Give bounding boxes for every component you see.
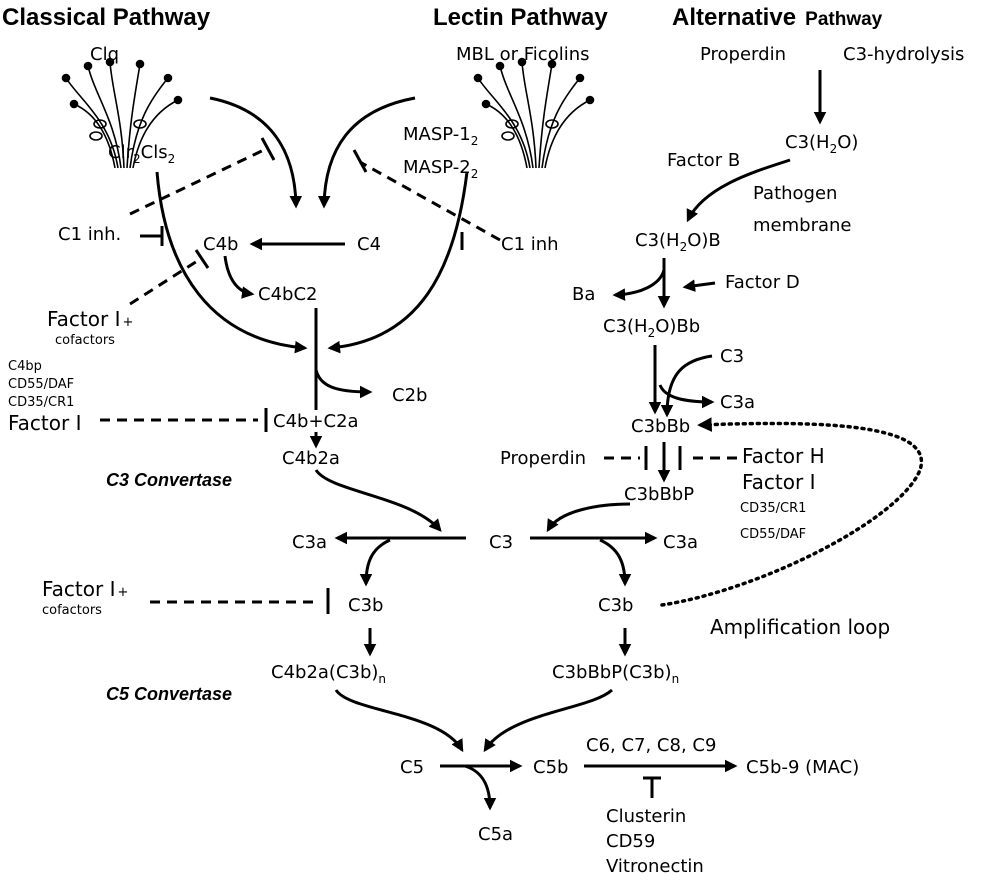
factor-i-cofactors-top-label: Factor I+ bbox=[47, 307, 133, 331]
c3-hydrolysis-label: C3-hydrolysis bbox=[843, 44, 964, 65]
c3-to-c3b-left-arrow bbox=[359, 538, 391, 587]
factor-i-c4b-bar bbox=[194, 249, 210, 269]
c3-to-c3b-right-arrow bbox=[599, 538, 632, 587]
c5-label: C5 bbox=[400, 757, 424, 778]
c3bbbp-to-c3-arrow bbox=[546, 502, 631, 533]
c4-label: C4 bbox=[357, 234, 381, 255]
c1-inh-left-bar bbox=[140, 226, 164, 246]
clusterin-inhibit-bar bbox=[643, 776, 661, 798]
c2b-label: C2b bbox=[392, 385, 427, 406]
c3bbbp-c3bn-label: C3bBbP(C3b)n bbox=[552, 662, 679, 686]
c1-inh-to-masp-inhibit bbox=[359, 160, 501, 242]
c3-convertase-label: C3 Convertase bbox=[106, 470, 232, 490]
classical-pathway-title: Classical Pathway bbox=[2, 4, 211, 31]
c3bbb-label: C3bBb bbox=[631, 416, 690, 437]
c3-to-c3bbb-arrow bbox=[660, 354, 713, 418]
pathogen-label: Pathogen bbox=[753, 183, 837, 204]
cofactors-bottom-label: cofactors bbox=[42, 603, 102, 618]
vitronectin-label: Vitronectin bbox=[606, 856, 704, 877]
cd35-cr1-right-label: CD35/CR1 bbox=[740, 501, 806, 516]
mbl-to-c4b-arrow bbox=[317, 96, 416, 209]
clusterin-label: Clusterin bbox=[606, 806, 686, 827]
c4b-to-c4bc2-arrow bbox=[223, 255, 255, 299]
cd55-daf-right-label: CD55/DAF bbox=[740, 527, 806, 542]
lectin-to-c3conv-right-arrow bbox=[327, 171, 469, 354]
cd55-daf-left-label: CD55/DAF bbox=[8, 377, 74, 392]
c3-center-label: C3 bbox=[489, 532, 513, 553]
cd59-label: CD59 bbox=[606, 831, 655, 852]
factor-i-right-label: Factor I bbox=[742, 470, 815, 494]
alternative-pathway-title: Alternative Pathway bbox=[672, 4, 883, 31]
c1-inh-masp-bar bbox=[352, 149, 368, 173]
factor-i-cofactors-bottom-label: Factor I+ bbox=[42, 577, 128, 601]
properdin-mid-label: Properdin bbox=[500, 448, 586, 469]
c3a-right-label: C3a bbox=[663, 532, 698, 553]
c1-inh-to-clr-inhibit bbox=[129, 146, 269, 216]
c4b2a-to-c3-arrow bbox=[314, 469, 442, 532]
masp2-label: MASP-22 bbox=[403, 157, 478, 181]
clr-cls-label: Clr2Cls2 bbox=[108, 142, 175, 166]
factor-i-to-c4b-inhibit bbox=[129, 256, 203, 306]
c1-inh-right-label: C1 inh bbox=[501, 234, 559, 255]
factor-d-arrow bbox=[682, 279, 716, 292]
ba-label: Ba bbox=[572, 284, 595, 305]
properdin-top-label: Properdin bbox=[700, 44, 786, 65]
c5b-label: C5b bbox=[533, 757, 568, 778]
ba-release-arrow bbox=[612, 269, 666, 301]
factor-d-label: Factor D bbox=[725, 272, 800, 293]
c5-convertase-label: C5 Convertase bbox=[106, 684, 232, 704]
c4bc2-label: C4bC2 bbox=[258, 284, 317, 305]
c3h2obb-label: C3(H2O)Bb bbox=[603, 316, 700, 340]
c3h2o-label: C3(H2O) bbox=[785, 132, 858, 156]
c4bp-label: C4bp bbox=[8, 359, 42, 374]
c3a-alt-release-arrow bbox=[658, 384, 715, 409]
c3h2ob-label: C3(H2O)B bbox=[635, 230, 721, 254]
c1-inh-left-label: C1 inh. bbox=[58, 224, 121, 245]
factor-h-label: Factor H bbox=[742, 444, 825, 468]
factor-b-label: Factor B bbox=[667, 150, 740, 171]
c4b2a-c3bn-label: C4b2a(C3b)n bbox=[271, 662, 386, 686]
mbl-bouquet-icon bbox=[473, 57, 595, 169]
mbl-ficolins-label: MBL or Ficolins bbox=[456, 44, 590, 65]
c6-c9-label: C6, C7, C8, C9 bbox=[586, 735, 716, 756]
amplification-loop-path bbox=[660, 417, 924, 607]
c5a-label: C5a bbox=[478, 824, 513, 845]
c4b-label: C4b bbox=[203, 234, 238, 255]
c3b-right-label: C3b bbox=[598, 595, 633, 616]
masp1-label: MASP-12 bbox=[403, 124, 478, 148]
cd35-cr1-left-label: CD35/CR1 bbox=[8, 395, 74, 410]
clq-label: Clq bbox=[90, 44, 119, 65]
c1-to-c3conv-left-arrow bbox=[155, 171, 308, 354]
c3h2o-to-c3h2ob-arrow bbox=[686, 158, 791, 223]
c1-inh-clr-bar bbox=[260, 137, 276, 161]
cofactors-top-label: cofactors bbox=[55, 333, 115, 348]
membrane-label: membrane bbox=[753, 215, 851, 236]
lectin-pathway-title: Lectin Pathway bbox=[433, 4, 608, 31]
c5a-release-arrow bbox=[464, 764, 497, 811]
c4b2a-label: C4b2a bbox=[282, 448, 340, 469]
clq-to-c4b-arrow bbox=[209, 96, 303, 209]
c1q-bouquet-icon bbox=[61, 57, 183, 169]
factor-i-left-label: Factor I bbox=[8, 411, 81, 435]
c4b2a-c3bn-to-c5-arrow bbox=[334, 689, 464, 753]
c3a-left-label: C3a bbox=[292, 532, 327, 553]
amplification-loop-label: Amplification loop bbox=[710, 615, 890, 639]
c4b-c2a-label: C4b+C2a bbox=[273, 411, 359, 432]
mac-label: C5b-9 (MAC) bbox=[746, 757, 859, 778]
c3bbbp-label: C3bBbP bbox=[624, 484, 694, 505]
c2b-release-arrow bbox=[314, 369, 373, 399]
c3-alt-label: C3 bbox=[720, 346, 744, 367]
c3b-left-label: C3b bbox=[348, 595, 383, 616]
c3a-alt-label: C3a bbox=[720, 392, 755, 413]
c3bbbp-c3bn-to-c5-arrow bbox=[483, 688, 614, 753]
